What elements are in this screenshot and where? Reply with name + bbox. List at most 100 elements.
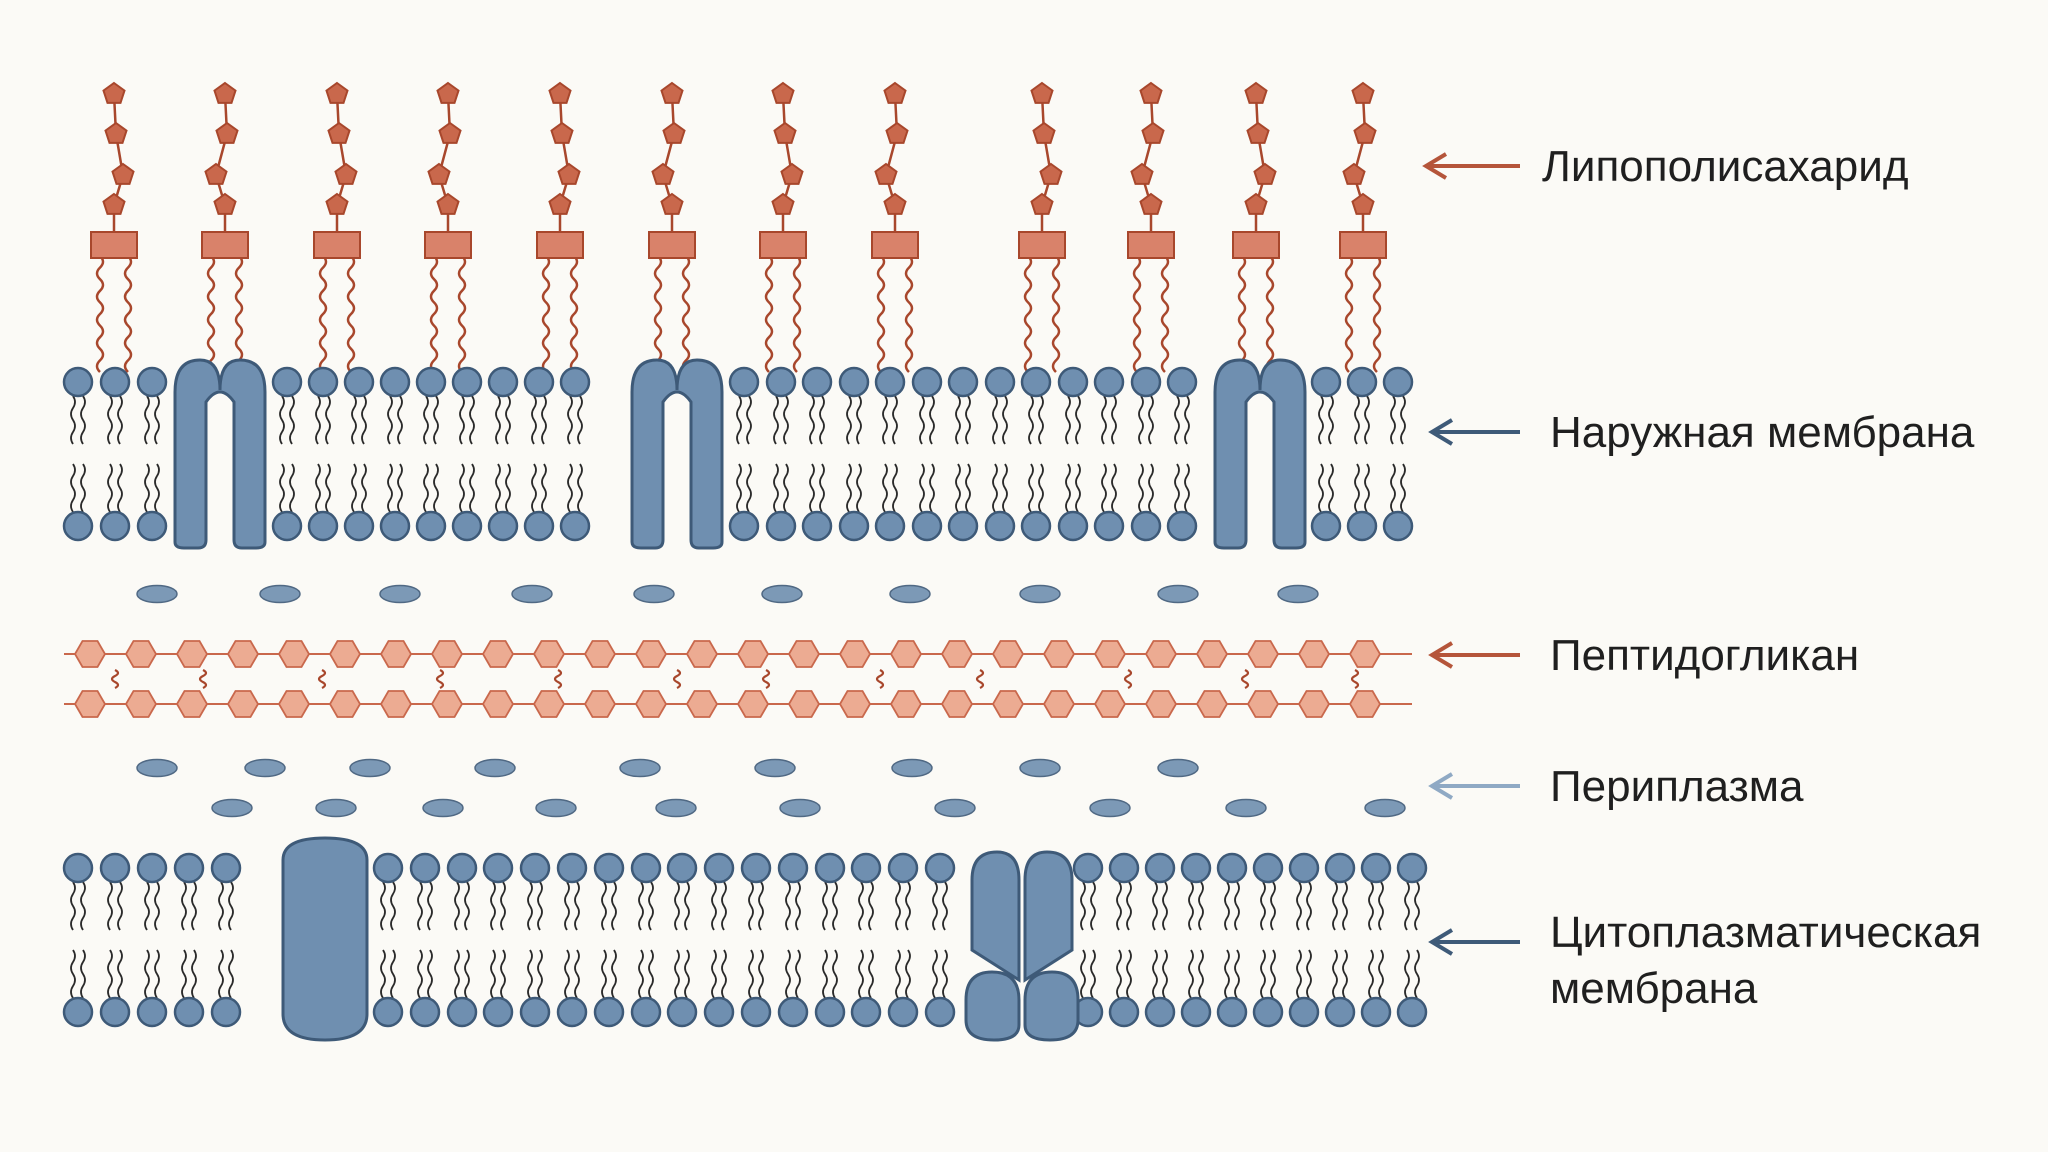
lps-lipid-tail: [1160, 255, 1170, 373]
phospholipid-pair: [947, 366, 979, 542]
peptide-crosslink: [198, 669, 208, 689]
lipid-tail: [1162, 881, 1168, 931]
lipid-tail: [423, 463, 429, 513]
lipid-tail: [454, 881, 460, 931]
lipid-tail: [648, 881, 654, 931]
lipid-tail: [154, 949, 160, 999]
phospholipid-pair: [838, 366, 870, 542]
lipid-tail: [1002, 463, 1008, 513]
lipid-tail: [80, 395, 86, 445]
lps-sugar: [557, 162, 581, 185]
phospholipid-head: [136, 366, 168, 398]
phospholipid-head: [372, 852, 404, 884]
lipid-tail: [674, 881, 680, 931]
lipid-tail: [191, 949, 197, 999]
sugar-hexagon: [1144, 690, 1178, 718]
lipid-tail: [191, 881, 197, 931]
sugar-hexagon: [379, 640, 413, 668]
lps-lipid-tail: [318, 255, 328, 373]
lipid-tail: [711, 881, 717, 931]
lipid-tail: [107, 881, 113, 931]
sugar-hexagon: [124, 640, 158, 668]
lipid-tail: [228, 949, 234, 999]
periplasmic-protein: [259, 584, 301, 604]
lipid-tail: [736, 395, 742, 445]
phospholipid-pair: [210, 852, 242, 1028]
phospholipid-head: [1288, 996, 1320, 1028]
lipid-tail: [919, 463, 925, 513]
label-peptidoglycan: Пептидогликан: [1550, 631, 1859, 680]
sugar-hexagon: [634, 640, 668, 668]
periplasmic-protein: [422, 798, 464, 818]
phospholipid-head: [1396, 996, 1428, 1028]
periplasmic-protein: [244, 758, 286, 778]
lipid-tail: [107, 463, 113, 513]
lipid-tail: [1354, 395, 1360, 445]
lps-arrow: [1422, 152, 1520, 180]
phospholipid-head: [379, 366, 411, 398]
lipid-tail: [117, 881, 123, 931]
lipid-tail: [1101, 395, 1107, 445]
lps-sugar: [771, 81, 795, 104]
lipid-tail: [1090, 881, 1096, 931]
phospholipid-head: [703, 852, 735, 884]
phospholipid-head: [523, 510, 555, 542]
lipid-tail: [387, 395, 393, 445]
sugar-hexagon: [1093, 640, 1127, 668]
peptide-crosslink: [761, 669, 771, 689]
lipid-tail: [929, 395, 935, 445]
lipid-tail: [1184, 395, 1190, 445]
lipid-tail: [1188, 881, 1194, 931]
lipid-tail: [144, 395, 150, 445]
sugar-hexagon: [1195, 690, 1229, 718]
phospholipid-pair: [1360, 852, 1392, 1028]
periplasmic-protein: [315, 798, 357, 818]
lps-lipid-tail: [1372, 255, 1382, 373]
lipid-tail: [1138, 395, 1144, 445]
phospholipid-head: [1166, 366, 1198, 398]
sugar-hexagon: [1144, 640, 1178, 668]
lipid-tail: [1306, 949, 1312, 999]
lipid-tail: [1111, 463, 1117, 513]
lps-lipid-tail: [792, 255, 802, 373]
phospholipid-head: [136, 852, 168, 884]
lipid-tail: [1296, 949, 1302, 999]
sugar-hexagon: [430, 690, 464, 718]
phospholipid-pair: [1288, 852, 1320, 1028]
lipid-tail: [932, 881, 938, 931]
lps-sugar: [1139, 81, 1163, 104]
periplasmic-protein: [136, 584, 178, 604]
lipid-tail: [611, 881, 617, 931]
lipid-tail: [1198, 949, 1204, 999]
periplasmic-protein: [511, 584, 553, 604]
periplasmic-protein: [655, 798, 697, 818]
phospholipid-pair: [1382, 366, 1414, 542]
lipid-tail: [895, 949, 901, 999]
periplasmic-protein: [633, 584, 675, 604]
phospholipid-head: [777, 852, 809, 884]
phospholipid-head: [62, 366, 94, 398]
lipid-tail: [955, 463, 961, 513]
sugar-hexagon: [175, 690, 209, 718]
lipid-tail: [758, 881, 764, 931]
lps-lipid-tail: [764, 255, 774, 373]
sugar-hexagon: [73, 640, 107, 668]
sugar-hexagon: [532, 690, 566, 718]
sugar-hexagon: [838, 690, 872, 718]
periplasmic-protein: [349, 758, 391, 778]
lipid-tail: [932, 949, 938, 999]
phospholipid-pair: [874, 366, 906, 542]
phospholipid-pair: [801, 366, 833, 542]
phospholipid-head: [451, 510, 483, 542]
periplasmic-protein: [761, 584, 803, 604]
lipid-tail: [929, 463, 935, 513]
lipid-tail: [574, 881, 580, 931]
phospholipid-head: [1130, 510, 1162, 542]
lipid-tail: [822, 949, 828, 999]
sugar-hexagon: [787, 690, 821, 718]
lps-sugar: [662, 121, 686, 144]
lps-core: [90, 231, 138, 259]
lipid-tail: [417, 881, 423, 931]
lipid-tail: [868, 881, 874, 931]
